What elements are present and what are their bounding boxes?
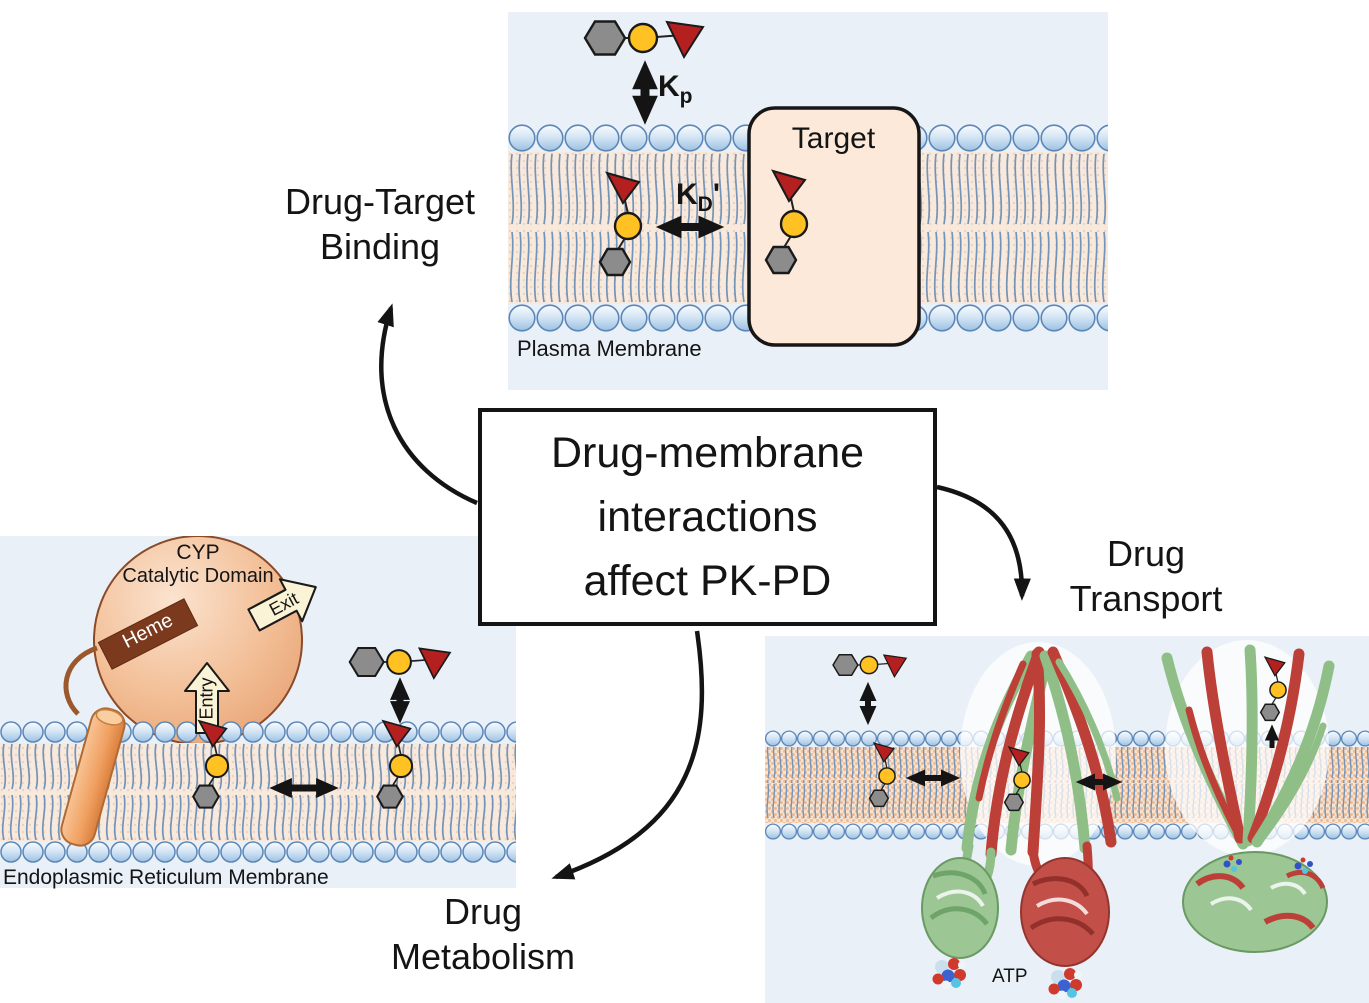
kd-label: KD' xyxy=(676,178,720,216)
transporter-outward-open xyxy=(1161,640,1335,953)
arrow-to-drug-transport xyxy=(936,484,1031,601)
title-line: Drug-membrane xyxy=(550,429,865,477)
drug-metabolism-label: Drug Metabolism xyxy=(390,891,576,977)
kp-label: Kp xyxy=(658,70,693,108)
arrow-to-drug-target-binding xyxy=(377,303,478,506)
title-line: interactions xyxy=(597,493,818,541)
er-membrane-panel xyxy=(0,536,516,888)
atp-label: ATP xyxy=(992,966,1028,987)
plasma-membrane-panel xyxy=(508,12,1108,390)
plasma-membrane-label: Plasma Membrane xyxy=(517,336,702,361)
drug-transport-panel xyxy=(765,636,1369,1003)
target-protein-box xyxy=(747,106,921,347)
arrow-to-drug-metabolism xyxy=(551,630,705,880)
drug-molecule xyxy=(832,654,907,678)
drug-transport-label: Drug Transport xyxy=(1069,533,1223,619)
transmembrane-anchor-helix xyxy=(60,707,126,847)
cyp-label-line1: CYP xyxy=(176,541,220,564)
er-membrane-label: Endoplasmic Reticulum Membrane xyxy=(3,866,329,889)
heme-bar xyxy=(97,598,199,670)
drug-molecule xyxy=(348,646,452,680)
cyp-linker xyxy=(63,645,98,716)
title-line: affect PK-PD xyxy=(583,557,832,605)
atp-molecule xyxy=(932,958,966,990)
atp-molecule xyxy=(1048,968,1082,1000)
central-title-box: Drug-membrane interactions affect PK-PD xyxy=(478,408,937,626)
bound-nucleotide xyxy=(1223,855,1313,874)
drug-molecule xyxy=(583,20,705,59)
drug-target-binding-label: Drug-Target Binding xyxy=(284,181,476,267)
cyp-label-line2: Catalytic Domain xyxy=(122,565,274,587)
target-label: Target xyxy=(791,122,876,155)
entry-label: Entry xyxy=(196,677,217,720)
